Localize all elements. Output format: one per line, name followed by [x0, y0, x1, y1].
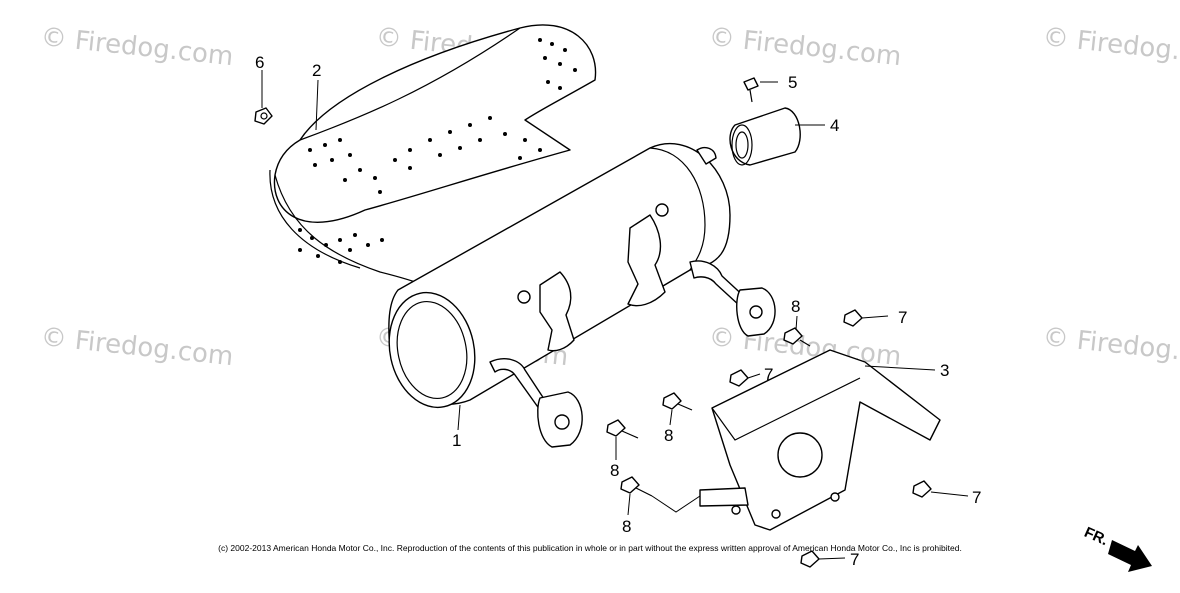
callout-8: 8 — [791, 297, 800, 316]
bolt-7-b — [729, 369, 749, 387]
callout-3: 3 — [940, 361, 949, 380]
bolt-7-c — [912, 480, 932, 498]
mount-bracket-part — [699, 349, 941, 531]
copyright-notice: (c) 2002-2013 American Honda Motor Co., … — [218, 543, 962, 553]
callout-8: 8 — [610, 461, 619, 480]
bolt-7-a — [843, 309, 863, 327]
callout-7: 7 — [972, 488, 981, 507]
callout-8: 8 — [622, 517, 631, 536]
screw-5-part — [743, 77, 759, 103]
callout-2: 2 — [312, 61, 321, 80]
callout-1: 1 — [452, 431, 461, 450]
watermark: © Firedog.com — [39, 22, 234, 72]
bolt-8-a — [783, 327, 811, 347]
callout-7: 7 — [898, 308, 907, 327]
leader-lines — [261, 70, 969, 560]
callout-7: 7 — [764, 365, 773, 384]
callout-labels: 1 2 3 4 5 6 7 7 7 7 8 8 8 8 — [255, 53, 981, 569]
callout-5: 5 — [788, 73, 797, 92]
muffler-body-part — [388, 142, 776, 448]
watermark: © Firedog.com — [39, 322, 234, 372]
front-direction-arrow-icon — [1108, 540, 1152, 572]
bolt-8-d — [620, 476, 653, 497]
callout-4: 4 — [830, 116, 839, 135]
bolt-8-b — [662, 392, 693, 411]
callout-8: 8 — [664, 426, 673, 445]
callout-6: 6 — [255, 53, 264, 72]
watermark: © Firedog.com — [707, 22, 902, 72]
bolt-6-part — [254, 107, 273, 125]
watermark: © Firedog.com — [1041, 22, 1180, 72]
perforation-holes — [298, 38, 577, 264]
callout-7: 7 — [850, 550, 859, 569]
bolt-7-d — [800, 550, 820, 568]
heat-shield-part — [269, 24, 597, 301]
bolt-8-c — [606, 419, 639, 439]
spark-arrester-part — [729, 107, 801, 166]
watermark: © Firedog.com — [1041, 322, 1180, 372]
